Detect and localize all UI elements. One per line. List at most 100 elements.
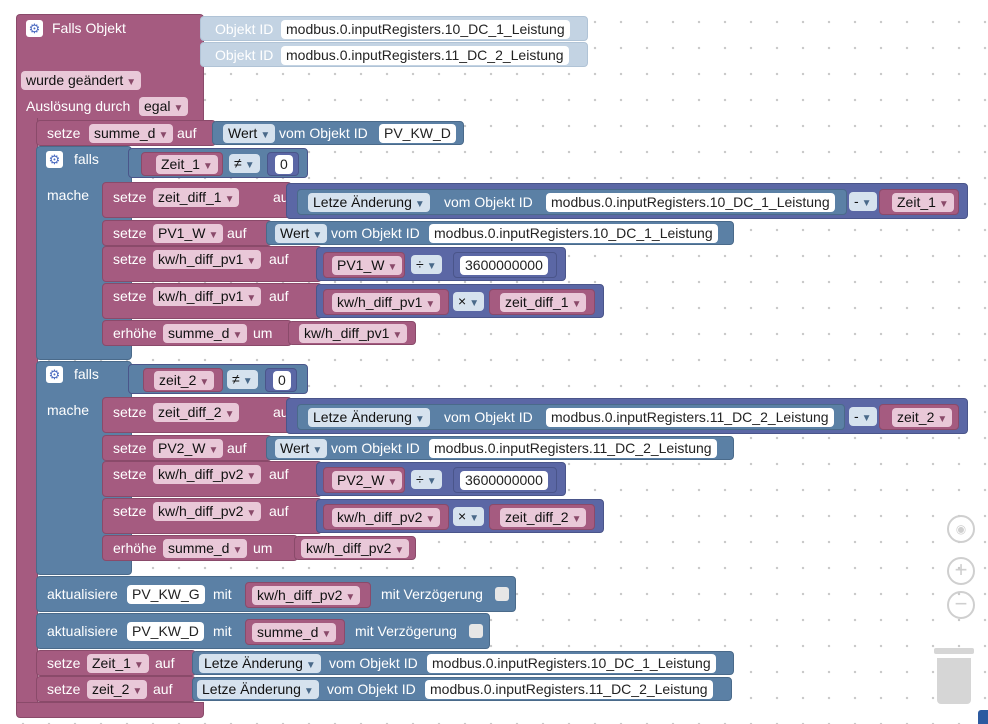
set-summe-d-block[interactable]: setze summe_d▼ auf <box>36 120 216 146</box>
var-dropdown[interactable]: kw/h_diff_pv2▼ <box>301 539 410 558</box>
last-change-block[interactable]: Letze Änderung▼ vom Objekt ID modbus.0.i… <box>192 651 734 675</box>
object-id-value[interactable]: modbus.0.inputRegisters.10_DC_1_Leistung <box>546 193 835 212</box>
divide-block-1[interactable]: PV1_W▼ ÷▼ 3600000000 <box>316 247 566 281</box>
set-zeit-1-block[interactable]: setze Zeit_1▼ auf <box>36 650 196 676</box>
var-get-zeit-diff-1[interactable]: zeit_diff_1▼ <box>489 289 595 315</box>
minus-block-1[interactable]: Letze Änderung▼ vom Objekt ID modbus.0.i… <box>286 183 968 219</box>
var-dropdown[interactable]: zeit_2▼ <box>87 680 148 699</box>
var-dropdown[interactable]: Zeit_1▼ <box>87 654 149 673</box>
var-get-kwh2[interactable]: kw/h_diff_pv2▼ <box>294 536 416 560</box>
var-dropdown[interactable]: kw/h_diff_pv1▼ <box>299 324 408 343</box>
var-dropdown[interactable]: kw/h_diff_pv2▼ <box>153 502 262 521</box>
var-get-kwh1[interactable]: kw/h_diff_pv1▼ <box>288 321 416 345</box>
operator-dropdown[interactable]: ≠▼ <box>227 370 258 389</box>
update-pv-kw-g-block[interactable]: aktualisiere PV_KW_G mit kw/h_diff_pv2▼ … <box>36 576 516 612</box>
var-dropdown[interactable]: kw/h_diff_pv2▼ <box>252 586 361 605</box>
gear-icon[interactable]: ⚙ <box>26 20 43 37</box>
var-dropdown[interactable]: zeit_diff_1▼ <box>153 188 240 207</box>
number-block[interactable]: 0 <box>265 368 297 392</box>
set-kwh-diff-pv1-mul-block[interactable]: setze kw/h_diff_pv1▼ auf <box>102 283 322 319</box>
compare-block-1[interactable]: Zeit_1▼ ≠▼ 0 <box>128 148 308 178</box>
number-value[interactable]: 0 <box>273 371 291 390</box>
last-change-block[interactable]: Letze Änderung▼ vom Objekt ID modbus.0.i… <box>297 404 845 430</box>
var-dropdown[interactable]: zeit_2▼ <box>154 371 215 390</box>
letze-aenderung-dropdown[interactable]: Letze Änderung▼ <box>308 193 430 212</box>
object-id-block-2[interactable]: Objekt ID modbus.0.inputRegisters.11_DC_… <box>200 42 588 67</box>
var-dropdown[interactable]: Zeit_1▼ <box>892 193 954 212</box>
set-pv2-w-block[interactable]: setze PV2_W▼ auf <box>102 435 272 461</box>
operator-dropdown[interactable]: -▼ <box>849 407 877 426</box>
var-dropdown-summe-d[interactable]: summe_d▼ <box>89 124 174 143</box>
multiply-block-2[interactable]: kw/h_diff_pv2▼ ×▼ zeit_diff_2▼ <box>316 499 604 533</box>
delay-checkbox[interactable] <box>469 624 483 638</box>
var-get-zeit-2[interactable]: zeit_2▼ <box>143 368 223 392</box>
var-get-kwh2[interactable]: kw/h_diff_pv2▼ <box>323 504 449 530</box>
var-get-summe-d[interactable]: summe_d▼ <box>245 619 345 645</box>
set-zeit-diff-2-block[interactable]: setze zeit_diff_2▼ auf <box>102 397 292 433</box>
update-pv-kw-d-block[interactable]: aktualisiere PV_KW_D mit summe_d▼ mit Ve… <box>36 613 490 649</box>
operator-dropdown[interactable]: ≠▼ <box>229 154 260 173</box>
object-id-value[interactable]: modbus.0.inputRegisters.10_DC_1_Leistung <box>427 654 716 673</box>
trash-icon[interactable] <box>934 648 974 704</box>
zoom-in-icon[interactable]: + <box>947 557 975 585</box>
number-block[interactable]: 3600000000 <box>453 252 557 278</box>
var-dropdown[interactable]: Zeit_1▼ <box>156 155 218 174</box>
object-id-value[interactable]: modbus.0.inputRegisters.11_DC_2_Leistung <box>546 408 834 427</box>
number-value[interactable]: 3600000000 <box>460 256 548 275</box>
var-dropdown[interactable]: zeit_diff_2▼ <box>500 508 587 527</box>
var-dropdown[interactable]: zeit_diff_1▼ <box>500 293 587 312</box>
var-dropdown[interactable]: zeit_2▼ <box>892 408 953 427</box>
multiply-block-1[interactable]: kw/h_diff_pv1▼ ×▼ zeit_diff_1▼ <box>316 284 604 318</box>
var-dropdown[interactable]: summe_d▼ <box>252 623 337 642</box>
var-dropdown[interactable]: PV2_W▼ <box>153 439 224 458</box>
var-dropdown[interactable]: PV1_W▼ <box>332 256 403 275</box>
var-dropdown[interactable]: summe_d▼ <box>163 324 248 343</box>
var-get-kwh1[interactable]: kw/h_diff_pv1▼ <box>323 289 449 315</box>
letze-aenderung-dropdown[interactable]: Letze Änderung▼ <box>197 680 319 699</box>
var-get-zeit-1[interactable]: Zeit_1▼ <box>141 152 223 176</box>
set-zeit-2-block[interactable]: setze zeit_2▼ auf <box>36 676 196 702</box>
letze-aenderung-dropdown[interactable]: Letze Änderung▼ <box>199 654 321 673</box>
object-id-value[interactable]: modbus.0.inputRegisters.10_DC_1_Leistung <box>429 224 718 243</box>
divide-block-2[interactable]: PV2_W▼ ÷▼ 3600000000 <box>316 462 566 496</box>
operator-dropdown[interactable]: ×▼ <box>453 292 485 311</box>
recenter-icon[interactable]: ◉ <box>947 515 975 543</box>
minus-block-2[interactable]: Letze Änderung▼ vom Objekt ID modbus.0.i… <box>286 398 968 434</box>
number-block[interactable]: 0 <box>267 152 299 176</box>
last-change-block[interactable]: Letze Änderung▼ vom Objekt ID modbus.0.i… <box>192 677 732 701</box>
zoom-out-icon[interactable]: − <box>947 591 975 619</box>
var-get-zeit-1[interactable]: Zeit_1▼ <box>879 189 959 215</box>
compare-block-2[interactable]: zeit_2▼ ≠▼ 0 <box>128 364 308 394</box>
increment-summe-d-block-1[interactable]: erhöhe summe_d▼ um <box>102 320 292 346</box>
value-of-object-block[interactable]: Wert▼ vom Objekt ID modbus.0.inputRegist… <box>266 221 734 245</box>
number-value[interactable]: 3600000000 <box>460 471 548 490</box>
var-dropdown[interactable]: kw/h_diff_pv2▼ <box>153 465 262 484</box>
operator-dropdown[interactable]: ÷▼ <box>411 255 442 274</box>
var-dropdown[interactable]: kw/h_diff_pv2▼ <box>332 508 441 527</box>
object-id-value[interactable]: modbus.0.inputRegisters.11_DC_2_Leistung <box>425 680 713 699</box>
operator-dropdown[interactable]: ÷▼ <box>411 470 442 489</box>
set-pv1-w-block[interactable]: setze PV1_W▼ auf <box>102 220 272 246</box>
last-change-block[interactable]: Letze Änderung▼ vom Objekt ID modbus.0.i… <box>297 189 847 215</box>
changed-dropdown[interactable]: wurde geändert▼ <box>21 71 142 90</box>
value-of-object-block[interactable]: Wert▼ vom Objekt ID PV_KW_D <box>212 121 464 145</box>
var-get-pv2-w[interactable]: PV2_W▼ <box>323 467 405 493</box>
set-kwh-diff-pv2-mul-block[interactable]: setze kw/h_diff_pv2▼ auf <box>102 498 322 534</box>
var-get-kwh2[interactable]: kw/h_diff_pv2▼ <box>245 582 371 608</box>
number-value[interactable]: 0 <box>275 155 293 174</box>
object-id-value[interactable]: modbus.0.inputRegisters.11_DC_2_Leistung <box>429 439 717 458</box>
object-id-value[interactable]: modbus.0.inputRegisters.10_DC_1_Leistung <box>281 20 570 39</box>
var-get-zeit-2[interactable]: zeit_2▼ <box>879 404 959 430</box>
set-kwh-diff-pv1-block[interactable]: setze kw/h_diff_pv1▼ auf <box>102 246 322 282</box>
var-dropdown[interactable]: summe_d▼ <box>163 539 248 558</box>
operator-dropdown[interactable]: -▼ <box>849 192 877 211</box>
object-id-value[interactable]: modbus.0.inputRegisters.11_DC_2_Leistung <box>281 46 569 65</box>
operator-dropdown[interactable]: ×▼ <box>453 507 485 526</box>
trigger-dropdown[interactable]: egal▼ <box>139 97 189 116</box>
var-get-zeit-diff-2[interactable]: zeit_diff_2▼ <box>489 504 595 530</box>
var-dropdown[interactable]: kw/h_diff_pv1▼ <box>153 250 262 269</box>
value-of-object-block[interactable]: Wert▼ vom Objekt ID modbus.0.inputRegist… <box>266 436 734 460</box>
wert-dropdown[interactable]: Wert▼ <box>223 124 276 143</box>
var-dropdown[interactable]: zeit_diff_2▼ <box>153 403 240 422</box>
var-dropdown[interactable]: PV2_W▼ <box>332 471 403 490</box>
